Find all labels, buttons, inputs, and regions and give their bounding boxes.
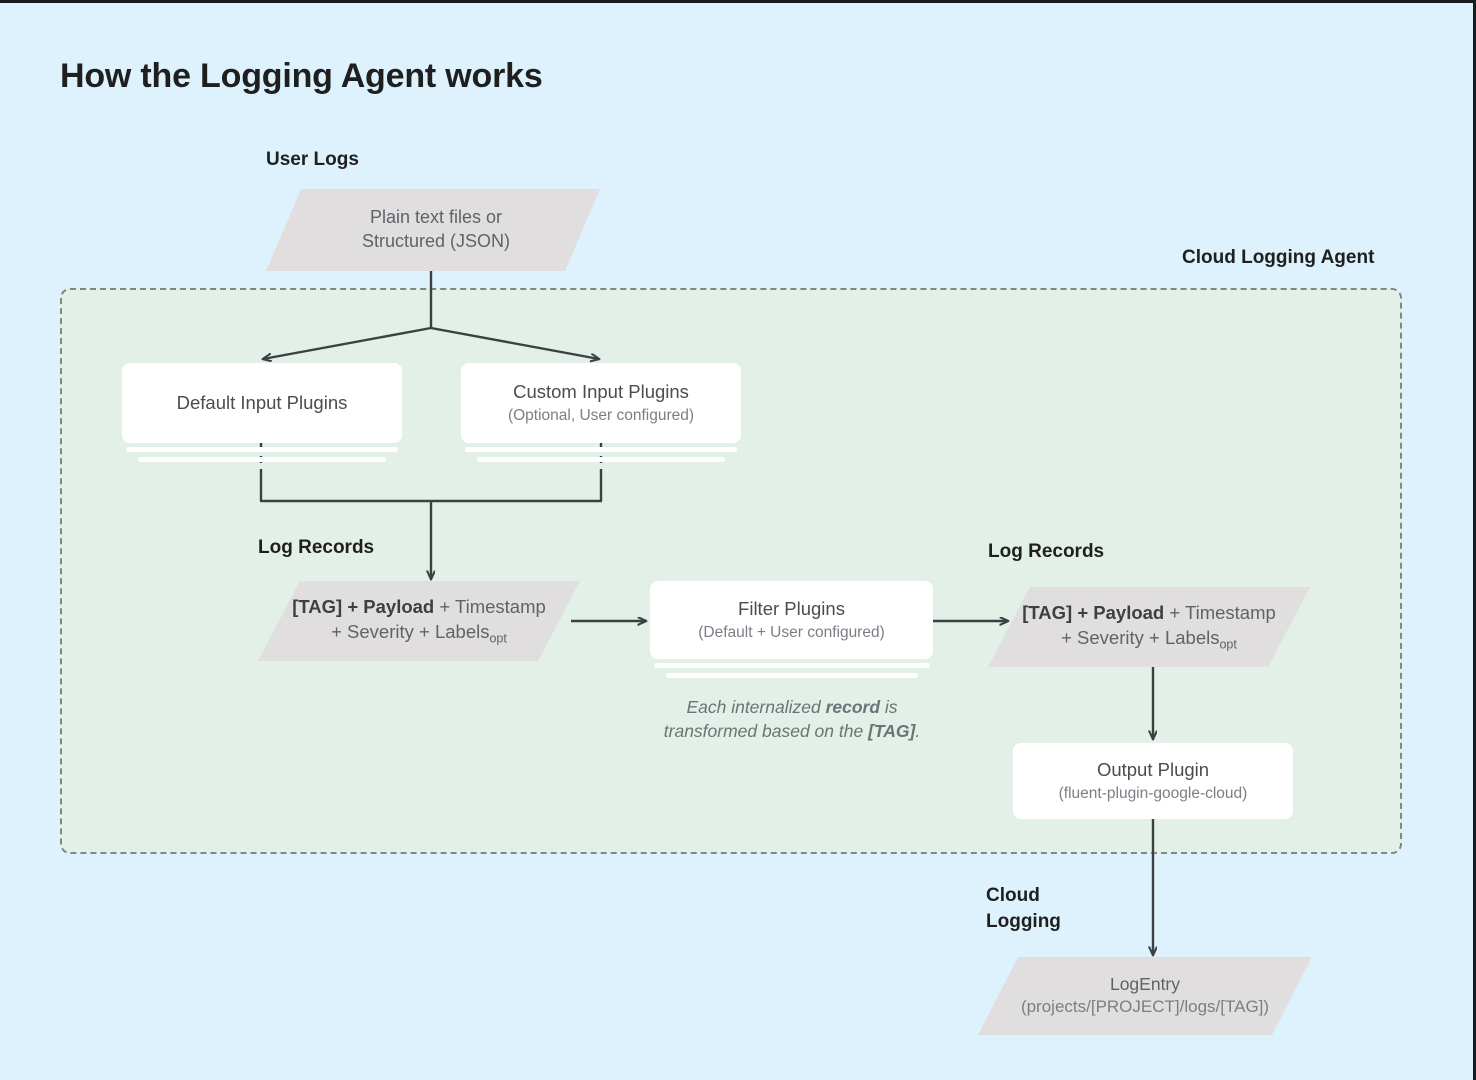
user-logs-line1: Plain text files or: [369, 207, 503, 228]
caption-log-records-left: Log Records: [258, 537, 375, 558]
deck-filter-plugins: [650, 663, 933, 683]
note-line2-a: transformed based on the: [663, 720, 869, 741]
log-entry-title: LogEntry: [1109, 974, 1181, 995]
node-log-record-left: [TAG] + Payload + Timestamp + Severity +…: [258, 581, 580, 661]
note-line2-b: [TAG]: [868, 720, 916, 741]
output-plugin-subtitle: (fluent-plugin-google-cloud): [1058, 784, 1248, 802]
log-record-right-sub: opt: [1219, 637, 1237, 652]
caption-cloud-logging-agent: Cloud Logging Agent: [1182, 247, 1375, 268]
node-custom-input-plugins: Custom Input Plugins (Optional, User con…: [461, 363, 741, 443]
deck-custom-input-plugins: [461, 447, 741, 467]
default-input-plugins-title: Default Input Plugins: [176, 391, 348, 413]
log-record-right-bold: [TAG] + Payload: [1022, 602, 1165, 624]
log-record-left-bold: [TAG] + Payload: [292, 596, 435, 618]
note-line1-a: Each internalized: [686, 697, 826, 717]
custom-input-plugins-title: Custom Input Plugins: [513, 380, 689, 402]
user-logs-line2: Structured (JSON): [361, 231, 511, 251]
log-entry-subtitle: (projects/[PROJECT]/logs/[TAG]): [1020, 997, 1270, 1017]
log-record-left-sub: opt: [489, 631, 507, 646]
node-default-input-plugins: Default Input Plugins: [122, 363, 402, 443]
page-title: How the Logging Agent works: [60, 57, 543, 95]
note-line1-b: record: [825, 697, 881, 717]
output-plugin-title: Output Plugin: [1096, 758, 1210, 780]
log-record-right-line2: + Severity + Labels: [1061, 626, 1220, 648]
node-filter-plugins: Filter Plugins (Default + User configure…: [650, 581, 933, 659]
filter-transform-note: Each internalized record is transformed …: [634, 696, 950, 744]
log-record-left-line2: + Severity + Labels: [331, 620, 490, 642]
caption-log-records-right: Log Records: [988, 541, 1105, 562]
note-line1-c: is: [880, 697, 898, 717]
node-log-record-right: [TAG] + Payload + Timestamp + Severity +…: [988, 587, 1310, 667]
filter-plugins-subtitle: (Default + User configured): [698, 623, 885, 641]
log-record-right-rest: + Timestamp: [1164, 602, 1276, 624]
node-output-plugin: Output Plugin (fluent-plugin-google-clou…: [1013, 743, 1293, 819]
node-user-logs-source: Plain text files or Structured (JSON): [266, 189, 600, 271]
caption-cloud-logging: Cloud Logging: [986, 885, 1061, 933]
caption-user-logs: User Logs: [266, 149, 359, 170]
deck-default-input-plugins: [122, 447, 402, 467]
custom-input-plugins-subtitle: (Optional, User configured): [507, 406, 695, 424]
log-record-left-rest: + Timestamp: [434, 596, 546, 618]
filter-plugins-title: Filter Plugins: [738, 597, 845, 619]
note-line2-c: .: [915, 720, 921, 741]
node-log-entry: LogEntry (projects/[PROJECT]/logs/[TAG]): [978, 957, 1312, 1035]
